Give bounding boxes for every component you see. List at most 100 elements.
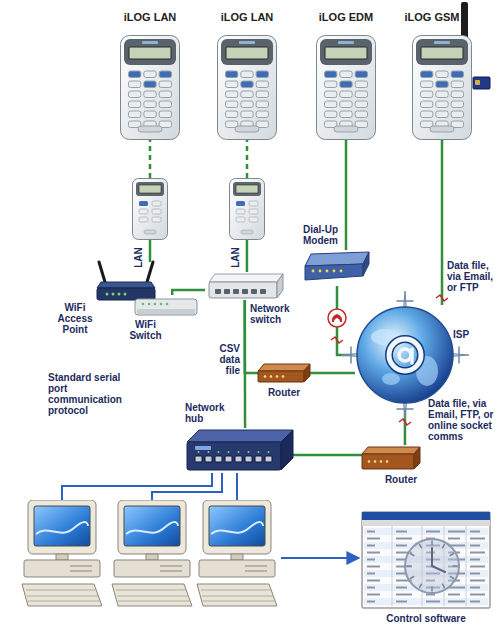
logger-device: iLOG LAN — [217, 35, 277, 140]
antenna — [147, 262, 153, 282]
key-button — [241, 101, 253, 108]
key-button — [129, 81, 141, 88]
isp-globe: ISP — [355, 305, 455, 405]
key-button — [159, 111, 171, 118]
node-shape — [217, 35, 277, 140]
key-button — [325, 91, 337, 98]
computer — [112, 500, 192, 606]
clock-tick — [410, 577, 413, 579]
side-face — [363, 252, 369, 276]
serial-cable — [62, 473, 212, 500]
link-label: LAN — [230, 244, 241, 272]
cell-mark — [470, 587, 480, 589]
status-led — [124, 293, 127, 296]
status-led — [374, 460, 377, 463]
device-name: iLOG EDM — [306, 11, 386, 23]
key-button — [144, 81, 156, 88]
cell-mark — [396, 587, 407, 589]
key-button — [325, 101, 337, 108]
status-led — [319, 270, 322, 273]
front-face — [362, 454, 414, 469]
key-button — [129, 101, 141, 108]
node-label: WiFi Access Point — [50, 302, 100, 335]
globe-sphere — [357, 307, 453, 403]
key-button — [241, 111, 253, 118]
top-face — [187, 430, 293, 442]
key-button — [144, 101, 156, 108]
title-bar — [362, 512, 490, 520]
key-button — [436, 101, 448, 108]
cell-mark — [470, 538, 485, 540]
top-face — [258, 364, 310, 371]
device-port — [235, 126, 259, 132]
key-button — [325, 71, 337, 78]
clock-tick — [453, 565, 457, 567]
key-button — [129, 91, 141, 98]
menu-bar — [362, 520, 490, 526]
node-shape — [362, 445, 420, 471]
lan-port — [224, 289, 230, 294]
switch-body — [135, 299, 197, 315]
node-shape — [412, 35, 472, 140]
cell-mark — [396, 531, 407, 533]
status-led — [218, 451, 220, 453]
key-button — [129, 71, 141, 78]
network-switch: Network switch — [205, 272, 283, 300]
front-face — [209, 282, 277, 298]
logo-strip — [239, 41, 255, 44]
cell-mark — [396, 601, 407, 603]
key-button — [256, 91, 268, 98]
at-sign-tail — [410, 349, 414, 363]
key-button — [340, 71, 352, 78]
device-port — [334, 126, 358, 132]
key-button — [325, 111, 337, 118]
logo-strip — [338, 41, 354, 44]
status-led — [312, 270, 315, 273]
column-line — [392, 526, 393, 606]
phone-symbol — [328, 309, 346, 327]
key-button — [226, 81, 238, 88]
logger-device: iLOG EDM — [316, 35, 376, 140]
table-row — [364, 598, 488, 605]
clock-tick — [420, 584, 422, 587]
lcd-screen — [129, 47, 171, 59]
key-button — [340, 91, 352, 98]
status-led — [386, 460, 389, 463]
serial-cable — [236, 473, 238, 500]
node-label: Control software — [362, 613, 490, 624]
cell-mark — [396, 545, 407, 547]
cell-mark — [470, 531, 480, 533]
node-shape — [205, 272, 283, 300]
status-led — [248, 451, 250, 453]
lan-port — [233, 289, 239, 294]
node-label: Network switch — [250, 303, 305, 325]
front-face — [187, 442, 281, 470]
clock-tick — [450, 554, 453, 556]
cell-mark — [470, 552, 485, 554]
hub-port — [225, 456, 232, 462]
hub-port — [215, 456, 222, 462]
device-name: iLOG LAN — [110, 11, 190, 23]
device-name: iLOG GSM — [392, 11, 472, 23]
cell-mark — [367, 587, 375, 589]
status-led — [154, 303, 157, 306]
key-button — [421, 111, 433, 118]
network-hub: Network hub — [185, 428, 293, 473]
network-link — [293, 454, 362, 457]
cell-mark — [470, 559, 480, 561]
clock-tick — [431, 541, 433, 545]
side-face — [277, 274, 283, 298]
status-led — [112, 293, 115, 296]
at-sign-ring — [389, 339, 421, 371]
key-button — [159, 71, 171, 78]
router-box: Router — [362, 445, 420, 471]
cell-mark — [426, 531, 440, 533]
key-button — [144, 111, 156, 118]
logo-strip — [434, 41, 450, 44]
key-button — [159, 81, 171, 88]
cell-mark — [367, 580, 380, 582]
cell-mark — [470, 545, 480, 547]
device-bezel — [124, 39, 176, 65]
status-led — [276, 375, 279, 378]
